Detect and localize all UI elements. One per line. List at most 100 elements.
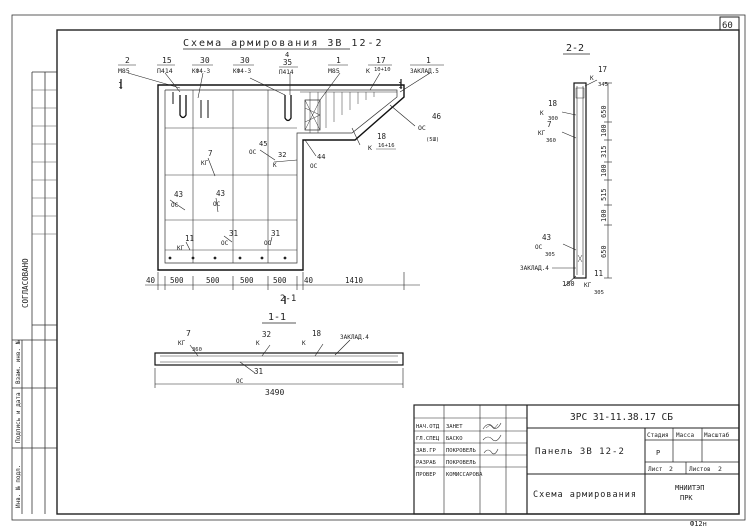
dim-3: 500 <box>240 276 254 285</box>
callout-30b-sub: КФ4-3 <box>233 68 251 75</box>
tb-lists-val: 2 <box>718 465 722 473</box>
bottom-code: Ф12н <box>690 520 707 528</box>
s22-label-zakl: ЗАКЛАД.4 <box>520 265 549 272</box>
callout-2: 2 <box>125 56 130 65</box>
callout-7: 7 <box>208 149 213 158</box>
s22-label-18-sub: К <box>540 110 544 117</box>
callout-15-sub: П414 <box>157 67 173 75</box>
dim-r-2: 315 <box>600 145 608 158</box>
callout-1b: 1 <box>426 56 431 65</box>
main-reinforcement-view: Схема армирования 3В 12-2 <box>118 38 444 304</box>
tb-name-2: ПОКРОВЕЛЬ <box>446 448 476 454</box>
s22-label-11-frac: 305 <box>594 290 604 296</box>
callout-2-sub: M85 <box>118 67 130 75</box>
tb-stage-hdr: Стадия <box>647 432 669 439</box>
callout-4: 4 <box>285 51 289 59</box>
callout-43b-sub: ОС <box>213 201 221 208</box>
callout-43b: 43 <box>216 189 225 198</box>
inv-orig-label: Инв. № подл. <box>15 465 22 508</box>
section-1-1-view: 1-1 7 КГ 360 32 К 18 К ЗАКЛАД.4 31 ОС 34… <box>154 312 404 397</box>
callout-32-sub: К <box>273 162 277 169</box>
s22-label-17-sub: К <box>590 75 594 82</box>
s11-label-7-frac: 360 <box>192 347 202 353</box>
callout-31b-sub: ОС <box>264 240 272 247</box>
callout-32: 32 <box>278 151 286 159</box>
callout-31a-sub: ОС <box>221 240 229 247</box>
tb-mass-hdr: Масса <box>676 432 694 439</box>
callout-31b: 31 <box>271 229 280 238</box>
s11-label-31: 31 <box>254 367 263 376</box>
s22-label-11-sub: КГ <box>584 282 592 289</box>
callout-18-frac: 16+16 <box>378 143 395 149</box>
tb-list-label: Лист <box>648 466 663 473</box>
callout-17-sub: К <box>366 67 370 75</box>
svg-text:1: 1 <box>398 81 403 90</box>
callout-30a-sub: КФ4-3 <box>192 68 210 75</box>
s22-label-43-sub: ОС <box>535 244 543 251</box>
callout-7-sub: КГ <box>201 160 209 167</box>
dim-4: 500 <box>273 276 287 285</box>
sheet-number: 60 <box>722 21 733 31</box>
sign-date-label: Подпись и дата <box>15 392 22 443</box>
dim-r-3: 100 <box>600 164 608 177</box>
s22-label-43: 43 <box>542 233 551 242</box>
callout-1b-sub: ЗАКЛАД.5 <box>410 68 439 75</box>
s11-label-32-sub: К <box>256 340 260 347</box>
callout-18: 18 <box>377 132 387 141</box>
s22-label-7-frac: 360 <box>546 138 556 144</box>
outer-border <box>11 14 746 521</box>
tb-doc-code: 3РС 31-11.38.17 СБ <box>570 412 673 423</box>
callout-45: 45 <box>259 140 267 148</box>
s11-label-32: 32 <box>262 330 271 339</box>
callout-1: 1 <box>336 56 341 65</box>
s11-label-7: 7 <box>186 329 191 338</box>
callout-17-frac: 10+10 <box>374 67 391 73</box>
left-approval-strip: СОГЛАСОВАНО Взам. инв. № Подпись и дата … <box>12 71 57 514</box>
s22-label-7-sub: КГ <box>538 130 546 137</box>
dim-6: 1410 <box>345 276 364 285</box>
dim-r-0: 650 <box>600 105 608 118</box>
agreed-label: СОГЛАСОВАНО <box>21 258 30 308</box>
tb-drawing-name: Схема армирования <box>533 490 637 500</box>
callout-11: 11 <box>185 234 194 243</box>
tb-name-1: БАСКО <box>446 436 463 442</box>
s11-label-18-sub: К <box>302 340 306 347</box>
tb-org2: ПРК <box>680 494 693 502</box>
s22-label-18: 18 <box>548 99 558 108</box>
s22-label-17-frac: 345 <box>598 82 608 88</box>
sheet-number-box <box>719 16 740 31</box>
tb-role-4: ПРОВЕР <box>416 472 437 478</box>
callout-30a: 30 <box>200 56 210 65</box>
tb-stage-val: Р <box>656 449 660 457</box>
s11-dim-3490: 3490 <box>265 388 284 397</box>
section-2-2-view: 2-2 650 100 315 100 515 100 650 <box>520 43 612 296</box>
tb-role-0: НАЧ.ОТД <box>416 424 440 430</box>
dim-2: 500 <box>206 276 220 285</box>
tb-org1: МНИИТЭП <box>675 484 705 492</box>
s22-label-180: 180 <box>562 280 575 288</box>
callout-18-sub: К <box>368 144 372 152</box>
callout-45-sub: ОС <box>249 149 257 156</box>
callout-17: 17 <box>376 56 386 65</box>
callout-1-sub: M85 <box>328 67 340 75</box>
callout-15: 15 <box>162 56 172 65</box>
s22-label-7: 7 <box>547 120 552 129</box>
dim-r-6: 650 <box>600 245 608 258</box>
section-marker-21: 2-1 <box>280 294 296 304</box>
callout-11-sub: КГ <box>177 245 185 252</box>
callout-44: 44 <box>317 153 325 161</box>
title-block <box>413 404 740 515</box>
callout-31a: 31 <box>229 229 238 238</box>
tb-lists-label: Листов <box>689 466 711 473</box>
dim-r-5: 100 <box>600 209 608 222</box>
tb-list-val: 2 <box>669 465 673 473</box>
main-view-title: Схема армирования 3В 12-2 <box>183 38 384 49</box>
tb-scale-hdr: Масштаб <box>704 432 730 439</box>
callout-43a-sub: ОС <box>171 202 179 209</box>
callout-30b: 30 <box>240 56 250 65</box>
dim-0: 40 <box>146 276 156 285</box>
s11-label-7-sub: КГ <box>178 340 186 347</box>
s22-label-17: 17 <box>598 65 607 74</box>
tb-name-0: ЗАНЕТ <box>446 424 463 430</box>
section-11-title: 1-1 <box>268 312 286 323</box>
